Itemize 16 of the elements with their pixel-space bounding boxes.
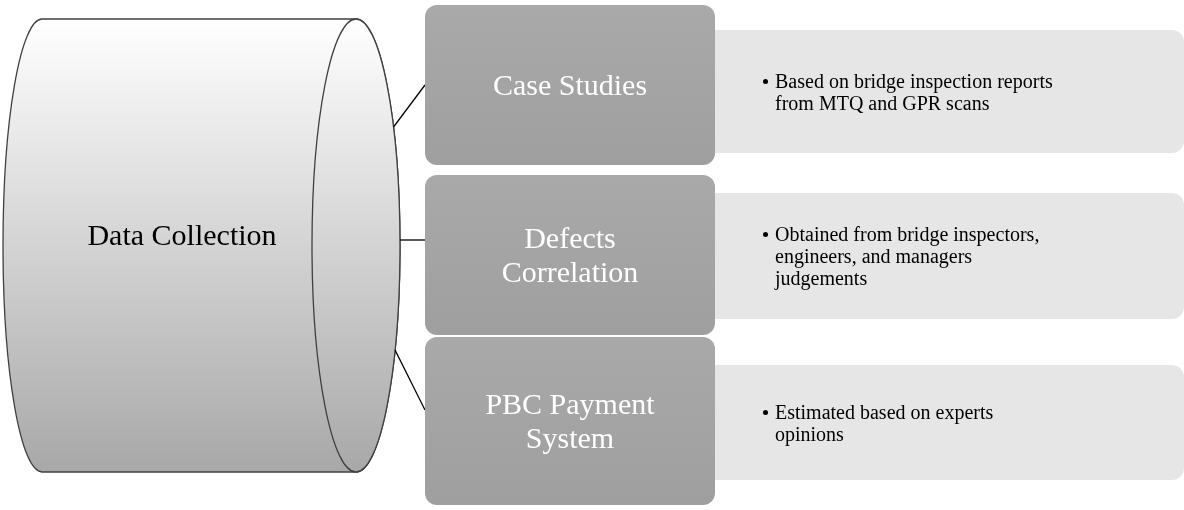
category-label: Case Studies — [491, 68, 649, 102]
connector-line — [399, 239, 426, 241]
description-text: Obtained from bridge inspectors, engineers, and managers judgements — [775, 223, 1040, 289]
description-box — [715, 30, 1184, 153]
description-text: Based on bridge inspection reports from MTQ and GPR scans — [775, 69, 1053, 114]
category-box — [425, 175, 715, 335]
category-label: PBC Payment System — [484, 387, 656, 455]
cylinder-label: Data Collection — [86, 217, 278, 253]
connector-line — [392, 84, 426, 128]
connector-line — [394, 349, 426, 411]
description-box — [715, 365, 1184, 480]
category-box — [425, 337, 715, 505]
category-label: Defects Correlation — [500, 221, 640, 289]
description-text: Estimated based on experts opinions — [775, 400, 994, 445]
category-box — [425, 5, 715, 165]
description-box — [715, 193, 1184, 319]
